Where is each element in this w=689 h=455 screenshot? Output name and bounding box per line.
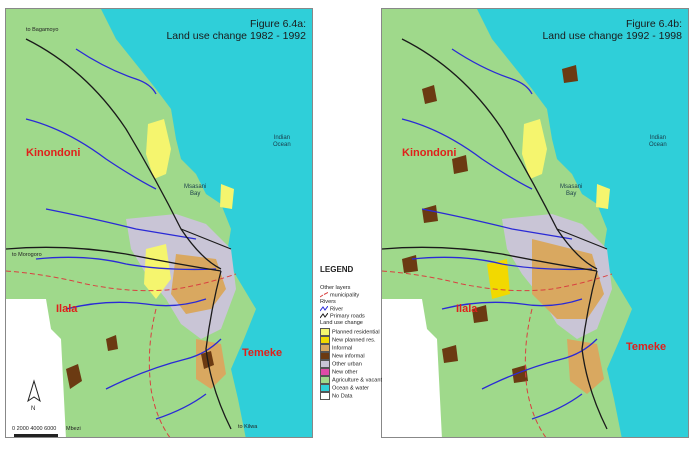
new-informal-patch-8 [402, 255, 418, 273]
new-informal-patch-7 [562, 65, 578, 83]
new-informal-patch [422, 85, 437, 104]
no-data-area [6, 299, 66, 437]
district-label-kinondoni: Kinondoni [402, 147, 457, 159]
road-kilwa [205, 270, 232, 430]
swatch-agriculture [320, 376, 330, 384]
legend-river: River [320, 306, 343, 313]
bay-label: Msasani Bay [560, 184, 583, 197]
road-bagamoyo [25, 38, 222, 270]
district-label-kinondoni: Kinondoni [26, 147, 81, 159]
district-label-temeke: Temeke [242, 347, 283, 359]
road-line-icon [320, 313, 328, 319]
ocean-area [101, 9, 312, 437]
river-4 [35, 256, 217, 271]
legend-rivers: Rivers [320, 299, 336, 305]
planned-residential-area-3 [220, 184, 234, 209]
legend-title: LEGEND [320, 265, 354, 274]
legend-land-use-change: Land use change [320, 320, 363, 326]
road-morogoro [382, 246, 598, 272]
place-label-mbezi: Mbezi [66, 426, 81, 432]
road-label-bagamoyo: to Bagamoyo [26, 27, 59, 33]
river-line-icon [320, 306, 328, 312]
road-local [180, 228, 232, 250]
new-informal-patch-6 [512, 365, 528, 383]
river-5 [65, 298, 207, 310]
north-arrow-icon [27, 379, 41, 403]
legend-item: New informal [320, 352, 365, 360]
municipality-line-icon [320, 292, 328, 298]
district-label-ilala: Ilala [56, 303, 78, 315]
road-local [556, 228, 608, 250]
map-title: Figure 6.4a: Land use change 1982 - 1992 [166, 18, 306, 42]
legend-municipality: municipality [320, 292, 359, 299]
new-informal-patch-4 [472, 305, 488, 323]
informal-area [532, 239, 604, 319]
new-informal-patch-2 [452, 155, 468, 174]
road-label-kilwa: to Kilwa [238, 424, 258, 430]
river-6 [105, 338, 222, 390]
legend-item: New planned res. [320, 336, 376, 344]
new-informal-patch-5 [442, 345, 458, 363]
legend: LEGEND Other layers municipality Rivers … [318, 265, 382, 445]
map-1992-1998: Figure 6.4b: Land use change 1992 - 1998… [381, 8, 689, 438]
river-3 [45, 208, 197, 240]
river-7 [531, 393, 583, 420]
municipality-boundary-2 [524, 308, 547, 437]
ocean-label: Indian Ocean [649, 135, 667, 148]
planned-residential-area-2 [144, 244, 171, 299]
legend-item: Planned residential [320, 328, 380, 336]
ocean-area [477, 9, 688, 437]
river-1 [451, 48, 533, 95]
swatch-new-informal [320, 352, 330, 360]
planned-residential-area [146, 119, 171, 179]
river-4 [411, 256, 593, 271]
road-bagamoyo [401, 38, 598, 270]
map-1982-1992: Figure 6.4a: Land use change 1982 - 1992… [5, 8, 313, 438]
map-title: Figure 6.4b: Land use change 1992 - 1998 [542, 18, 682, 42]
road-morogoro [6, 246, 222, 272]
river-2 [401, 118, 533, 190]
river-1 [75, 48, 157, 95]
new-informal-patch-3 [106, 335, 118, 351]
road-kilwa [581, 270, 608, 430]
district-label-ilala: Ilala [456, 303, 478, 315]
north-label: N [31, 406, 36, 412]
no-data-area [382, 299, 442, 437]
swatch-new-other [320, 368, 330, 376]
river-5 [441, 298, 583, 310]
bay-label: Msasani Bay [184, 184, 207, 197]
municipality-boundary-2 [148, 308, 171, 437]
scale-bar [14, 434, 58, 437]
legend-item: Agriculture & vacant [320, 376, 382, 384]
legend-other-layers: Other layers [320, 285, 351, 291]
swatch-new-planned [320, 336, 330, 344]
legend-item: Ocean & water [320, 384, 369, 392]
legend-item: Other urban [320, 360, 362, 368]
legend-primary-roads: Primary roads [320, 313, 365, 320]
map-a-canvas [6, 9, 312, 437]
swatch-no-data [320, 392, 330, 400]
swatch-planned-residential [320, 328, 330, 336]
river-2 [25, 118, 157, 190]
map-b-canvas [382, 9, 688, 437]
ocean-label: Indian Ocean [273, 135, 291, 148]
river-3 [421, 208, 573, 240]
scale-label: 0 2000 4000 6000 [12, 426, 57, 432]
swatch-ocean [320, 384, 330, 392]
road-label-morogoro: to Morogoro [12, 252, 42, 258]
legend-item: No Data [320, 392, 353, 400]
district-label-temeke: Temeke [626, 341, 667, 353]
swatch-other-urban [320, 360, 330, 368]
swatch-informal [320, 344, 330, 352]
new-informal-patch [66, 364, 82, 389]
legend-item: New other [320, 368, 358, 376]
planned-residential-area-3 [596, 184, 610, 209]
planned-residential-area [522, 119, 547, 179]
legend-item: Informal [320, 344, 352, 352]
river-6 [481, 338, 598, 390]
river-7 [155, 393, 207, 420]
